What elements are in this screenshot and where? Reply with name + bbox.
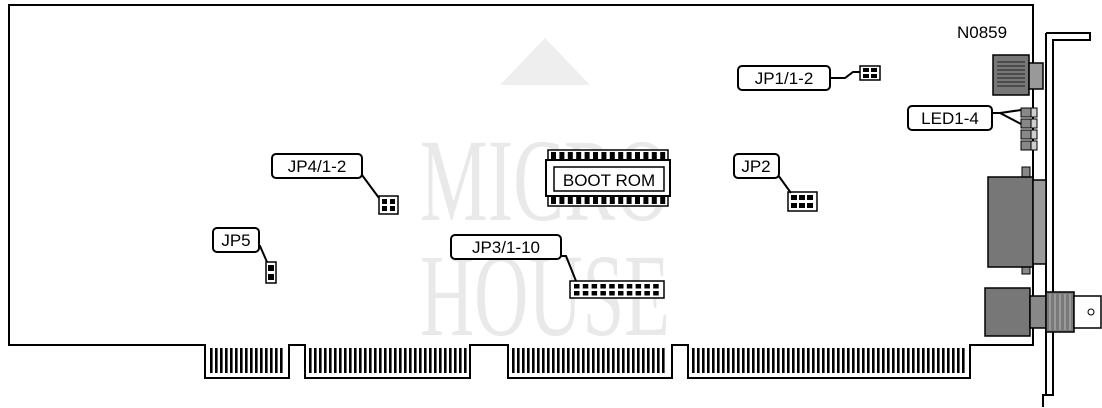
boot-rom-chip: BOOT ROM <box>545 149 671 207</box>
label-led: LED1-4 <box>921 109 979 128</box>
label-jp1: JP1/1-2 <box>755 69 814 88</box>
led-array <box>1020 107 1038 151</box>
mounting-bracket <box>1042 32 1091 407</box>
jp3-header <box>569 280 665 299</box>
callout-jp1: JP1/1-2 <box>737 65 860 91</box>
edge-connector-fingers <box>210 348 965 373</box>
watermark-logo <box>500 38 590 85</box>
jp5-jumper <box>265 261 277 284</box>
callout-jp4: JP4/1-2 <box>271 153 380 199</box>
bnc-port <box>984 287 1102 337</box>
rj45-port <box>992 54 1044 96</box>
jp4-jumper <box>378 195 399 215</box>
callout-jp5: JP5 <box>212 227 268 263</box>
callout-led: LED1-4 <box>907 105 1022 131</box>
callout-jp2: JP2 <box>733 153 792 194</box>
label-jp3: JP3/1-10 <box>472 238 540 257</box>
label-jp4: JP4/1-2 <box>288 157 347 176</box>
jp1-jumper <box>859 65 881 81</box>
model-code: N0859 <box>957 23 1007 42</box>
aui-port <box>987 166 1047 275</box>
boot-rom-pins-top <box>547 149 669 161</box>
label-jp5: JP5 <box>221 231 250 250</box>
boot-rom-label-box <box>553 166 665 192</box>
jp2-jumper <box>787 191 818 212</box>
board-outline <box>8 4 1034 379</box>
label-jp2: JP2 <box>741 157 770 176</box>
boot-rom-pins-bottom <box>547 195 669 207</box>
callout-jp3: JP3/1-10 <box>450 234 577 282</box>
boot-rom-label: BOOT ROM <box>563 171 655 190</box>
